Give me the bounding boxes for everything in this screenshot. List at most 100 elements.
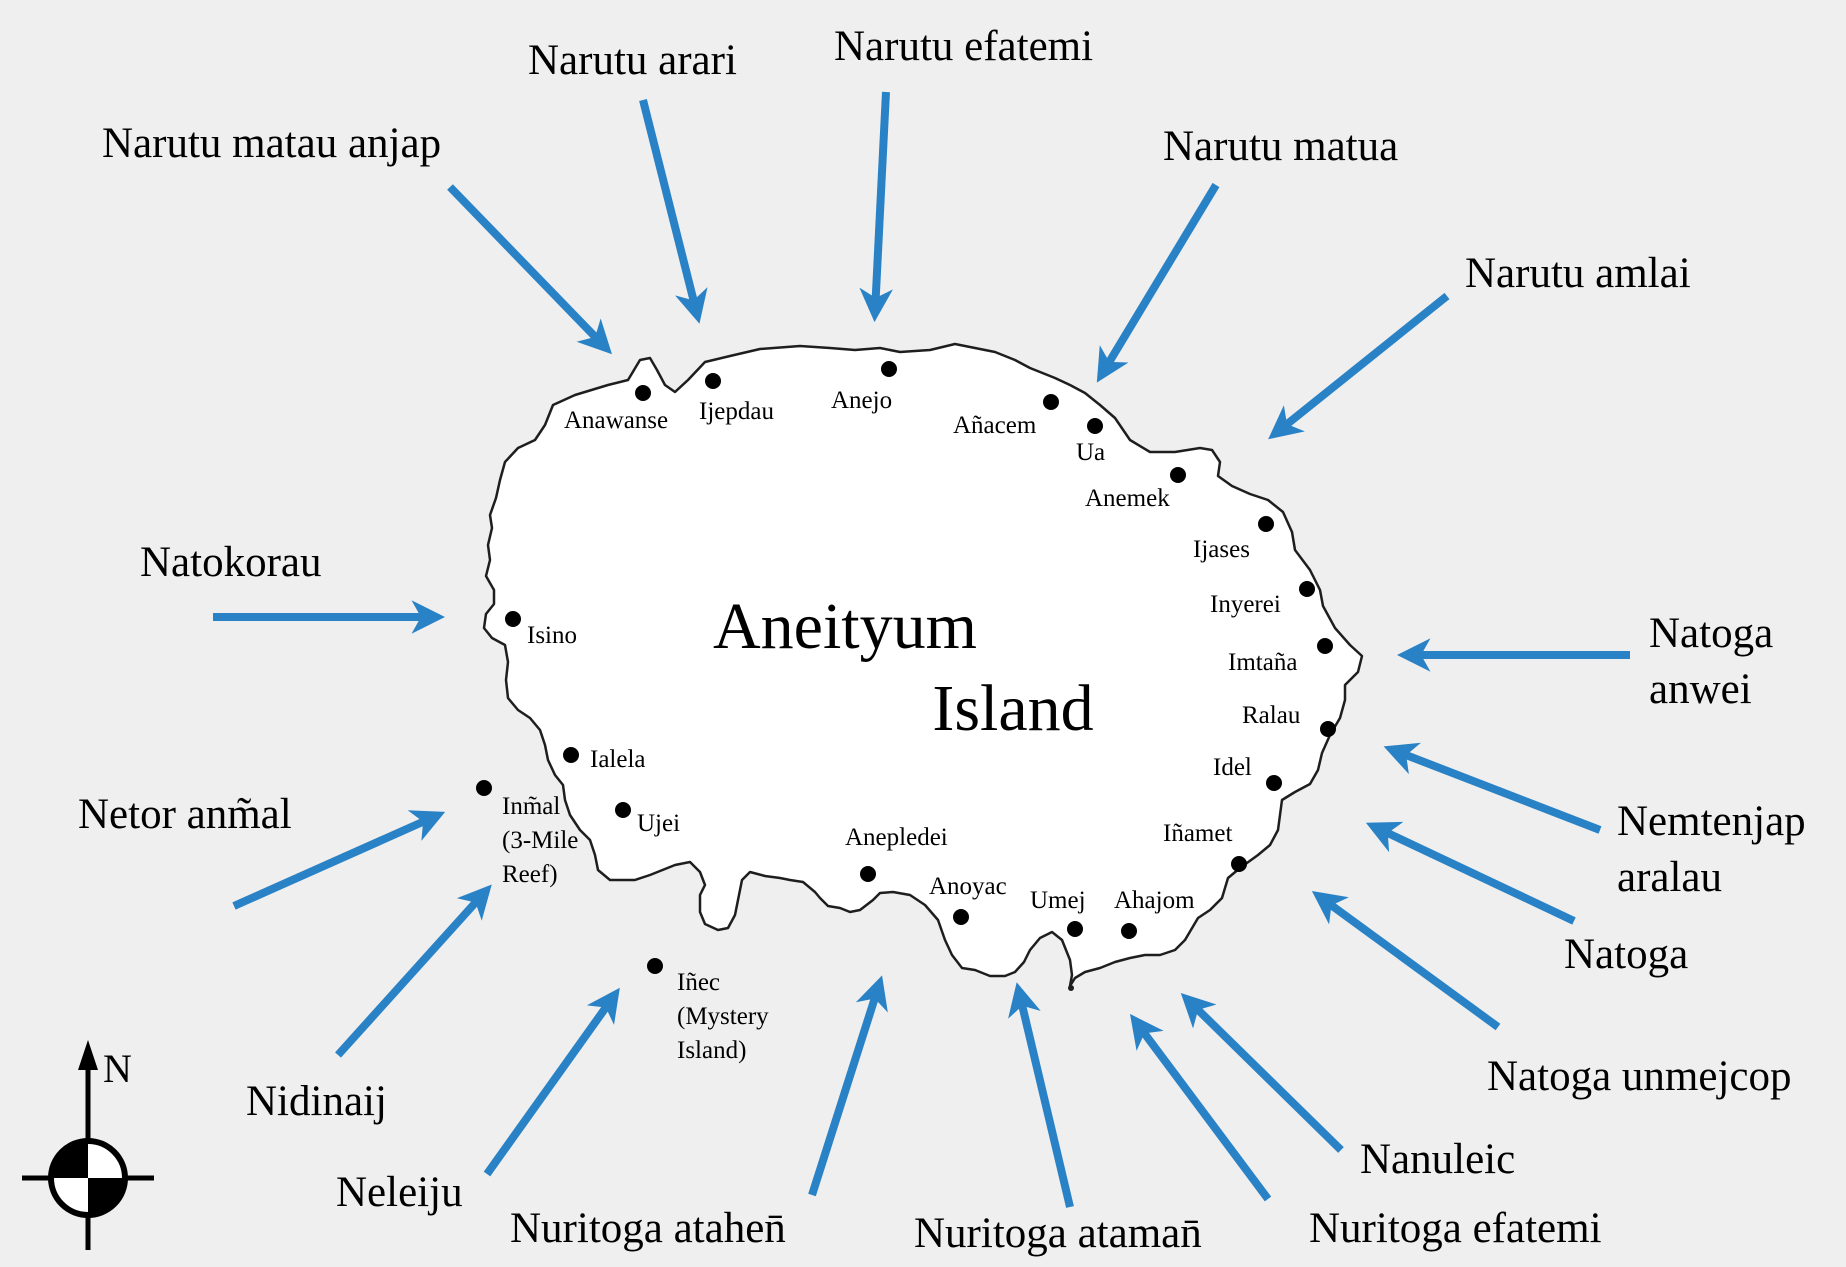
village-dot-inyerei: [1299, 581, 1315, 597]
village-label-line: Añacem: [953, 412, 1037, 439]
village-dot-anemek: [1170, 467, 1186, 483]
village-label-anejo: Anejo: [831, 387, 892, 414]
wind-label-narutu-matau-anjap: Narutu matau anjap: [102, 120, 441, 167]
village-dot-ijases: [1258, 516, 1274, 532]
village-dot-imtana: [1317, 638, 1333, 654]
village-label-line: Inm̃al: [502, 793, 560, 820]
village-dot-inmal: [476, 780, 492, 796]
village-label-ahajom: Ahajom: [1114, 887, 1195, 914]
wind-label-natoga-unmejcop: Natoga unmejcop: [1487, 1053, 1792, 1100]
wind-label-line: Natoga: [1649, 610, 1773, 657]
village-dot-anoyac: [953, 909, 969, 925]
wind-label-line: Natoga unmejcop: [1487, 1053, 1792, 1100]
wind-label-line: Narutu matau anjap: [102, 120, 441, 167]
village-label-line: Iñec: [677, 969, 720, 996]
village-label-anoyac: Anoyac: [929, 873, 1007, 900]
wind-arrow-nuritoga-atahen: [808, 975, 888, 1197]
compass-quadrant-nw: [51, 1141, 88, 1178]
village-label-ijases: Ijases: [1193, 536, 1250, 563]
village-label-line: Imtaña: [1228, 649, 1297, 676]
village-dot-ijepdau: [705, 373, 721, 389]
wind-arrow-netor-anmal: [232, 810, 446, 910]
village-label-line: Anepledei: [845, 824, 948, 851]
village-dot-umej: [1067, 921, 1083, 937]
village-labels: Anawanse Ijepdau AnejoAñacemUaAnemekIjases…: [502, 387, 1301, 1064]
wind-label-netor-anmal: Netor anm̃al: [78, 791, 292, 838]
village-label-anacem: Añacem: [953, 412, 1037, 439]
village-label-line: (Mystery: [677, 1003, 769, 1030]
wind-label-narutu-arari: Narutu arari: [528, 37, 737, 84]
island-coastline: [482, 342, 1364, 988]
wind-label-neleiju: Neleiju: [336, 1169, 463, 1216]
wind-label-natokorau: Natokorau: [140, 539, 322, 586]
village-label-ua: Ua: [1076, 439, 1105, 466]
village-label-line: Idel: [1213, 754, 1252, 781]
village-label-line: (3-Mile: [502, 827, 578, 854]
wind-arrow-narutu-efatemi: [859, 91, 893, 323]
compass-quadrant-se: [88, 1178, 125, 1215]
wind-label-natoga-anwei: Natoga anwei: [1649, 610, 1773, 713]
wind-arrows: [213, 91, 1630, 1208]
wind-arrow-narutu-matau-anjap: [447, 184, 613, 355]
village-label-anemek: Anemek: [1085, 485, 1170, 512]
village-dot-ujei: [615, 802, 631, 818]
village-dot-anejo: [881, 361, 897, 377]
wind-label-line: Netor anm̃al: [78, 791, 292, 838]
village-label-line: Ahajom: [1114, 887, 1195, 914]
village-dot-anacem: [1043, 394, 1059, 410]
wind-arrow-nemtenjap-aralau: [1383, 742, 1602, 834]
wind-label-line: Narutu amlai: [1465, 250, 1691, 297]
village-dot-inamet: [1231, 856, 1247, 872]
village-label-line: Inyerei: [1210, 591, 1281, 618]
village-label-umej: Umej: [1030, 887, 1086, 914]
village-dot-anepledei: [860, 866, 876, 882]
wind-labels: Narutu matau anjap Narutu arari Narutu efa…: [78, 23, 1806, 1257]
north-compass: N: [22, 1040, 154, 1250]
islet: [1068, 985, 1074, 991]
village-label-line: Anemek: [1085, 485, 1170, 512]
wind-label-line: anwei: [1649, 666, 1752, 713]
wind-arrow-nuritoga-efatemi: [1129, 1013, 1272, 1202]
village-label-idel: Idel: [1213, 754, 1252, 781]
village-label-line: Island): [677, 1037, 746, 1064]
village-label-line: Reef): [502, 861, 558, 888]
village-label-anawanse: Anawanse: [564, 407, 668, 434]
wind-label-narutu-amlai: Narutu amlai: [1465, 250, 1691, 297]
village-label-line: Isino: [527, 622, 577, 649]
village-label-line: Ialela: [590, 746, 646, 773]
wind-arrow-natoga: [1365, 821, 1576, 925]
wind-label-narutu-matua: Narutu matua: [1163, 123, 1398, 170]
village-label-inyerei: Inyerei: [1210, 591, 1281, 618]
wind-arrow-nidinaij: [335, 884, 492, 1058]
wind-label-line: Natokorau: [140, 539, 322, 586]
village-label-line: Ua: [1076, 439, 1105, 466]
island-name-line1: Aneityum: [713, 590, 977, 663]
wind-label-line: aralau: [1617, 854, 1722, 901]
north-label: N: [103, 1046, 132, 1091]
wind-label-nuritoga-ataman: Nuritoga ataman̄: [914, 1210, 1202, 1257]
wind-label-natoga: Natoga: [1564, 931, 1688, 978]
village-label-line: Ijepdau: [699, 398, 774, 425]
village-label-line: Anoyac: [929, 873, 1007, 900]
wind-label-line: Narutu matua: [1163, 123, 1398, 170]
island-name-line2: Island: [932, 672, 1093, 745]
wind-label-narutu-efatemi: Narutu efatemi: [834, 23, 1093, 70]
wind-label-nidinaij: Nidinaij: [246, 1078, 387, 1125]
wind-label-nanuleic: Nanuleic: [1360, 1136, 1515, 1183]
village-label-ialela: Ialela: [590, 746, 646, 773]
wind-arrow-nuritoga-ataman: [1008, 982, 1074, 1208]
village-label-line: Ralau: [1242, 702, 1301, 729]
wind-label-line: Nanuleic: [1360, 1136, 1515, 1183]
wind-arrow-narutu-amlai: [1268, 292, 1450, 440]
wind-label-line: Neleiju: [336, 1169, 463, 1216]
village-dot-ahajom: [1121, 923, 1137, 939]
wind-arrow-natoga-unmejcop: [1311, 891, 1501, 1031]
village-label-anepledei: Anepledei: [845, 824, 948, 851]
village-label-ralau: Ralau: [1242, 702, 1301, 729]
wind-label-line: Narutu arari: [528, 37, 737, 84]
wind-label-nuritoga-efatemi: Nuritoga efatemi: [1309, 1205, 1602, 1252]
village-label-line: Ijases: [1193, 536, 1250, 563]
